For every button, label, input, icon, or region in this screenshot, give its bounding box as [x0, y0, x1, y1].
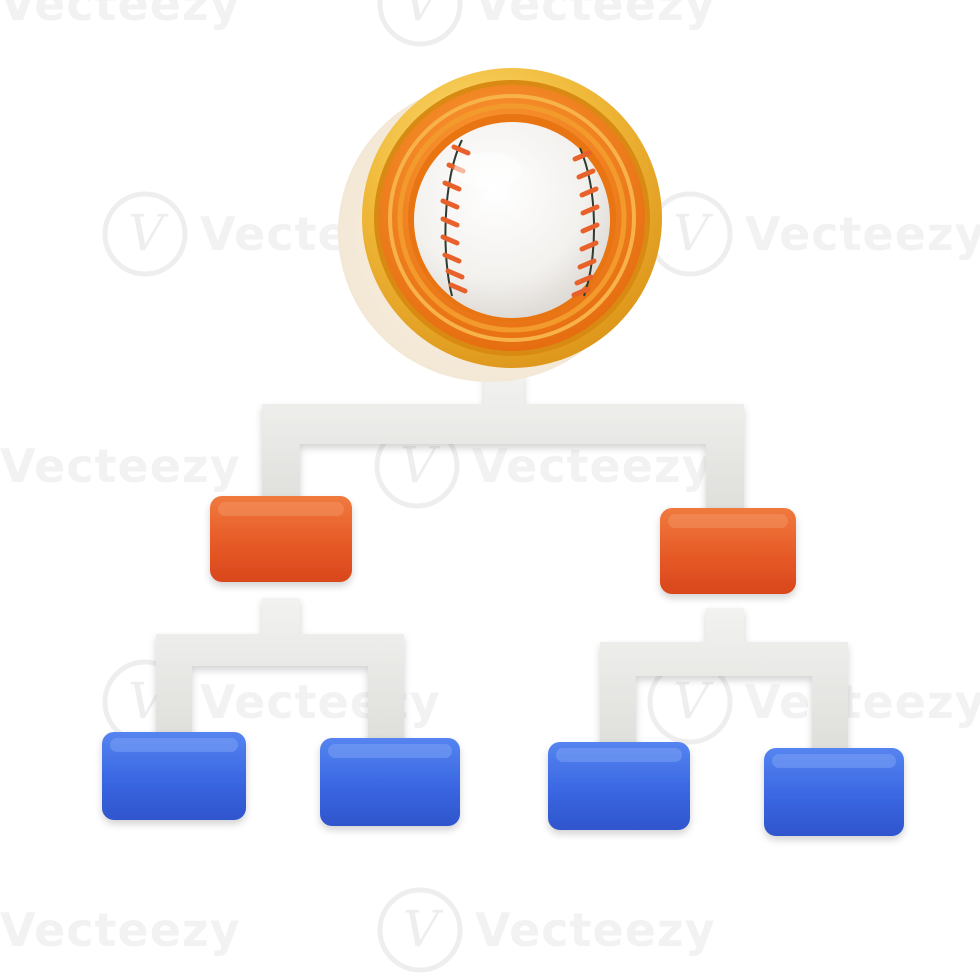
stitch: [451, 144, 471, 156]
svg-text:V: V: [128, 204, 169, 262]
stitch: [574, 274, 594, 286]
stitch: [577, 258, 597, 270]
stitch: [576, 168, 596, 180]
blue-block-2: [320, 738, 460, 826]
watermark-tile: V Vecteezy: [647, 191, 980, 277]
watermark-text: Vecteezy: [200, 675, 441, 729]
stitch: [571, 286, 591, 298]
blue-block-1: [102, 732, 246, 820]
watermark-text: Vecteezy: [0, 439, 241, 493]
blue-block-3: [548, 742, 690, 830]
level-1-blocks: [210, 496, 796, 594]
svg-text:V: V: [673, 672, 714, 730]
watermark-tile: V Vecteezy: [377, 887, 716, 973]
watermark-text: Vecteezy: [745, 675, 980, 729]
blue-block-4: [764, 748, 904, 836]
stitch: [440, 198, 460, 210]
baseball-medallion: [338, 68, 662, 382]
right-connector: [600, 608, 848, 752]
orange-block-left: [210, 496, 352, 582]
watermark-tile: V Vecteezy: [377, 0, 716, 47]
stitch: [442, 252, 462, 264]
svg-text:V: V: [403, 0, 444, 32]
svg-text:V: V: [403, 900, 444, 958]
bracket-connectors: [156, 372, 848, 752]
watermark-text: Vecteezy: [745, 207, 980, 261]
stitch: [579, 240, 599, 252]
svg-text:V: V: [673, 204, 714, 262]
stitch: [580, 204, 600, 216]
watermark-text: Vecteezy: [475, 903, 716, 957]
stitch: [442, 180, 462, 192]
left-connector: [156, 598, 404, 742]
baseball-icon: [414, 122, 610, 318]
stitch: [440, 234, 460, 246]
watermark-text: Vecteezy: [0, 903, 241, 957]
stitch: [579, 186, 599, 198]
svg-text:V: V: [400, 436, 441, 494]
stitch: [448, 282, 468, 294]
watermark-tile: V Vecteezy: [374, 423, 713, 509]
top-connector: [262, 372, 744, 512]
level-2-blocks: [102, 732, 904, 836]
stitch: [440, 216, 460, 228]
orange-block-right: [660, 508, 796, 594]
watermark-text: Vecteezy: [472, 439, 713, 493]
watermark-text: Vecteezy: [475, 0, 716, 31]
stitch: [572, 150, 592, 162]
watermark-tile: V Vecteezy: [647, 659, 980, 745]
stitch: [580, 222, 600, 234]
watermark-text: Vecteezy: [0, 0, 241, 31]
stitch: [445, 268, 465, 280]
